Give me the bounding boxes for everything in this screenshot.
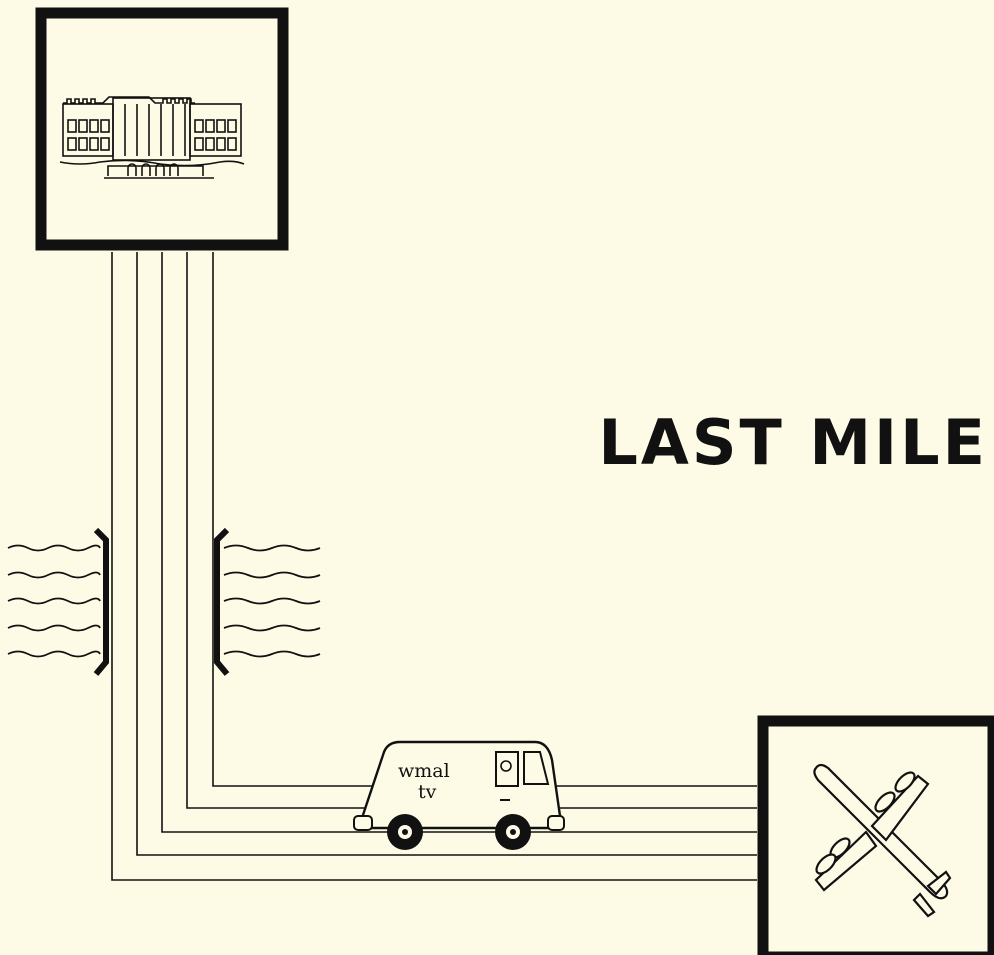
- bridge-rail-right: [217, 530, 227, 674]
- van-label-station: wmal: [398, 762, 450, 781]
- cable-line-5: [213, 252, 757, 786]
- van-label-tv: tv: [418, 783, 436, 802]
- headline-title: LAST MILE: [598, 412, 988, 474]
- cable-line-4: [187, 252, 757, 808]
- airplane-frame: [763, 721, 993, 955]
- building-frame: [41, 13, 283, 245]
- tv-van-icon: [354, 742, 564, 850]
- water-waves-icon: [8, 546, 320, 657]
